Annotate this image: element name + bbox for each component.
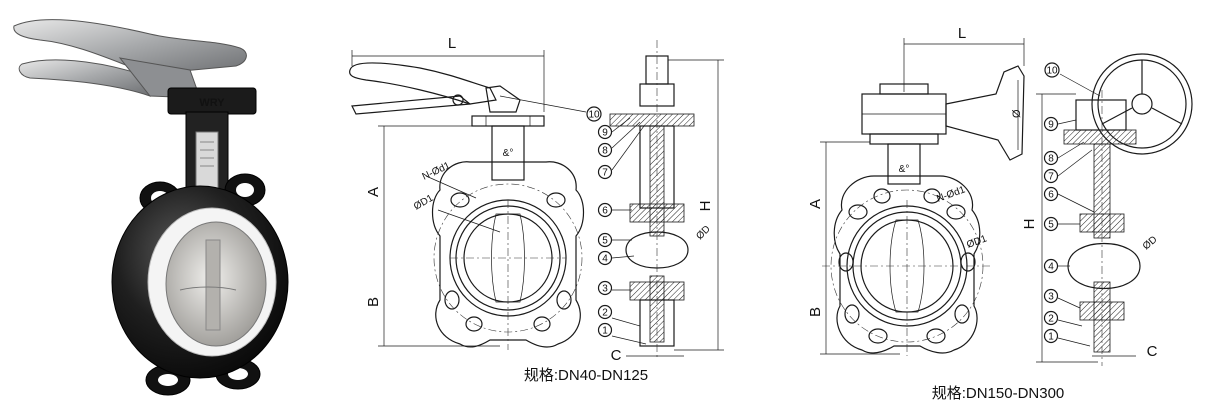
dim-H-label: H — [697, 201, 714, 212]
dim-L-label: L — [958, 25, 966, 42]
neck — [491, 125, 525, 181]
bolt-hole — [954, 304, 970, 324]
bolt-hole — [926, 328, 946, 344]
disc-diameter-label: ØD — [1141, 234, 1160, 252]
bolt-hole — [923, 188, 941, 204]
disc — [889, 219, 925, 313]
part-number: 9 — [1048, 120, 1054, 131]
disc — [491, 213, 525, 303]
dim-B-label: B — [807, 307, 824, 317]
part-number: 5 — [1048, 220, 1054, 231]
part-number: 10 — [588, 110, 600, 121]
part-number: 1 — [1048, 332, 1054, 343]
part-number: 8 — [1048, 154, 1054, 165]
bolt-hole — [450, 192, 470, 208]
dim-B-label: B — [365, 297, 382, 307]
valve-photo: WRY — [13, 19, 289, 396]
bolt-holes-label: N-Ød1 — [421, 160, 453, 183]
dim-A-label: A — [365, 187, 382, 197]
dim-H-label: H — [1021, 219, 1038, 230]
part-number: 4 — [602, 254, 608, 265]
part-callouts-large: 1 2 3 4 5 6 7 8 9 10 — [1043, 62, 1101, 347]
name-plate — [195, 131, 219, 189]
part-number: 2 — [602, 308, 608, 319]
bolt-hole — [848, 204, 868, 220]
side-disc — [625, 231, 689, 269]
bolt-hole — [556, 290, 572, 310]
dim-A-label: A — [807, 199, 824, 209]
lever-grip-outline — [351, 95, 472, 115]
bolt-hole — [465, 316, 483, 332]
part-number: 6 — [602, 206, 608, 217]
part-number: 8 — [602, 146, 608, 157]
drawing-dn40-dn125: &° L — [349, 35, 724, 384]
svg-text:&°: &° — [899, 164, 910, 175]
brand-mark: WRY — [199, 97, 225, 109]
side-disc — [1067, 242, 1141, 290]
part-number: 7 — [602, 168, 608, 179]
bolt-hole — [838, 252, 854, 272]
caption-dn40-dn125: 规格:DN40-DN125 — [524, 367, 648, 384]
neck — [887, 143, 921, 185]
part-number: 7 — [1048, 172, 1054, 183]
bolt-hole — [960, 252, 976, 272]
part-number: 2 — [1048, 314, 1054, 325]
side-flange — [609, 113, 695, 127]
bolt-hole — [533, 316, 551, 332]
part-number: 1 — [602, 326, 608, 337]
part-number: 4 — [1048, 262, 1054, 273]
part-number: 9 — [602, 128, 608, 139]
lever-grip — [18, 59, 151, 97]
bolt-hole — [546, 192, 566, 208]
handwheel-diameter-label: Ø — [1011, 109, 1023, 118]
bolt-hole — [844, 304, 860, 324]
dim-C-label: C — [1147, 343, 1158, 360]
bolt-hole — [868, 328, 888, 344]
part-number: 3 — [1048, 292, 1054, 303]
svg-text:&°: &° — [503, 148, 514, 159]
part-number: 6 — [1048, 190, 1054, 201]
disc-diameter-label: ØD — [694, 224, 712, 242]
bolt-hole — [444, 290, 460, 310]
part-number: 5 — [602, 236, 608, 247]
part-number: 3 — [602, 284, 608, 295]
part-callouts-small: 1 2 3 4 5 6 7 8 9 10 — [499, 95, 647, 345]
handwheel-side — [945, 65, 1025, 161]
bolt-hole — [873, 188, 891, 204]
caption-dn150-dn300: 规格:DN150-DN300 — [932, 385, 1065, 402]
bolt-hole — [946, 204, 966, 220]
dim-C-label: C — [611, 347, 622, 364]
part-number: 10 — [1046, 66, 1058, 77]
lever-outline — [349, 62, 497, 105]
lever-handle — [13, 19, 247, 75]
drawing-dn150-dn300: &° — [807, 25, 1193, 402]
bolt-holes-label: N-Ød1 — [935, 184, 967, 205]
disc-stem-boss — [205, 239, 221, 331]
dim-L-label: L — [448, 35, 456, 52]
top-flange — [471, 115, 545, 127]
handwheel — [1091, 53, 1193, 155]
